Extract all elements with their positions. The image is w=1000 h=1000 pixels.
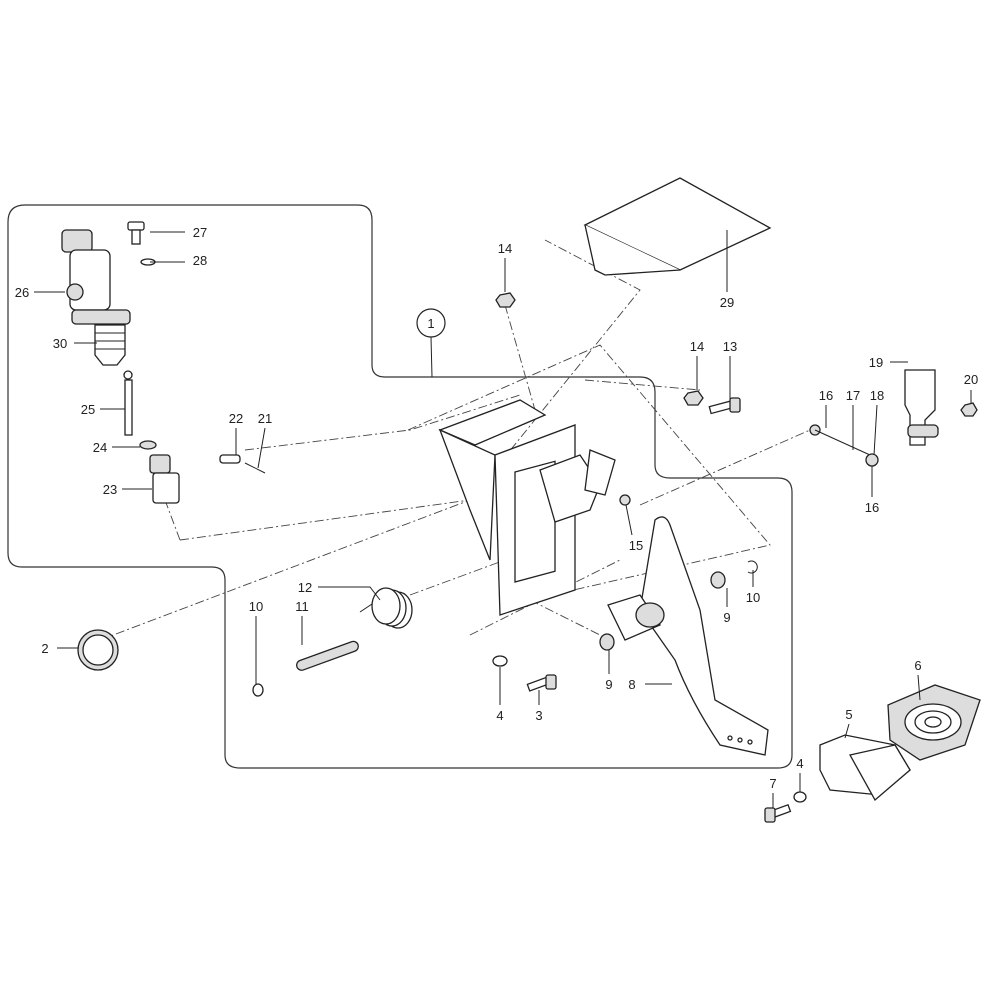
callout-6: 6	[914, 658, 921, 673]
washer-4b	[793, 791, 807, 803]
push-rod	[123, 370, 133, 436]
callout-16: 16	[819, 388, 833, 403]
callout-19: 19	[869, 355, 883, 370]
callout-14: 14	[498, 241, 512, 256]
clevis-23	[149, 454, 180, 504]
callout-16: 16	[865, 500, 879, 515]
callout-5: 5	[845, 707, 852, 722]
callout-9: 9	[723, 610, 730, 625]
nut-14b	[683, 390, 704, 406]
bolt-7	[764, 803, 792, 823]
callout-4: 4	[796, 756, 803, 771]
callout-18: 18	[870, 388, 884, 403]
return-spring	[359, 587, 413, 629]
callout-1: 1	[427, 316, 434, 331]
cotter-pin-21	[244, 462, 266, 474]
bolt-13	[708, 397, 741, 415]
assembly-boundary	[7, 204, 793, 769]
screw-15	[619, 494, 631, 506]
callout-2: 2	[41, 641, 48, 656]
callout-4: 4	[496, 708, 503, 723]
assembly-callout-circle	[416, 308, 446, 338]
dust-boot	[77, 629, 119, 671]
pedal-bracket	[438, 399, 616, 616]
callout-22: 22	[229, 411, 243, 426]
callout-28: 28	[193, 253, 207, 268]
callout-labels: 27 28 26 30 25 24 23 22 21 14 29 1 14 13…	[15, 225, 978, 791]
washer-4a	[492, 655, 508, 667]
nut-14a	[495, 292, 516, 308]
callout-12: 12	[298, 580, 312, 595]
callout-8: 8	[628, 677, 635, 692]
master-cylinder	[61, 229, 131, 366]
pedal-cover	[583, 177, 772, 276]
pedal-pad	[887, 684, 981, 761]
callout-27: 27	[193, 225, 207, 240]
bushing-9b	[599, 633, 615, 651]
callout-10: 10	[746, 590, 760, 605]
linkage-rod	[809, 424, 879, 467]
nut-24	[139, 440, 157, 450]
callout-9: 9	[605, 677, 612, 692]
bolt-27	[127, 221, 145, 245]
callout-23: 23	[103, 482, 117, 497]
callout-10: 10	[249, 599, 263, 614]
callout-3: 3	[535, 708, 542, 723]
leader-lines	[34, 230, 972, 808]
pedal-pad-holder	[819, 734, 911, 802]
callout-25: 25	[81, 402, 95, 417]
circlip-10a	[747, 560, 758, 574]
clevis-pin-22	[219, 454, 241, 464]
callout-29: 29	[720, 295, 734, 310]
callout-26: 26	[15, 285, 29, 300]
pivot-pin	[295, 640, 359, 671]
callout-15: 15	[629, 538, 643, 553]
bushing-9a	[710, 571, 726, 589]
callout-7: 7	[769, 776, 776, 791]
callout-20: 20	[964, 372, 978, 387]
callout-17: 17	[846, 388, 860, 403]
clutch-pedal	[607, 516, 769, 756]
callout-11: 11	[295, 599, 309, 614]
callout-13: 13	[723, 339, 737, 354]
nut-20	[960, 402, 978, 417]
callout-30: 30	[53, 336, 67, 351]
callout-24: 24	[93, 440, 107, 455]
callout-14: 14	[690, 339, 704, 354]
sensor-19	[904, 369, 939, 446]
callout-21: 21	[258, 411, 272, 426]
bolt-3	[526, 674, 557, 692]
circlip-10b	[252, 683, 264, 697]
